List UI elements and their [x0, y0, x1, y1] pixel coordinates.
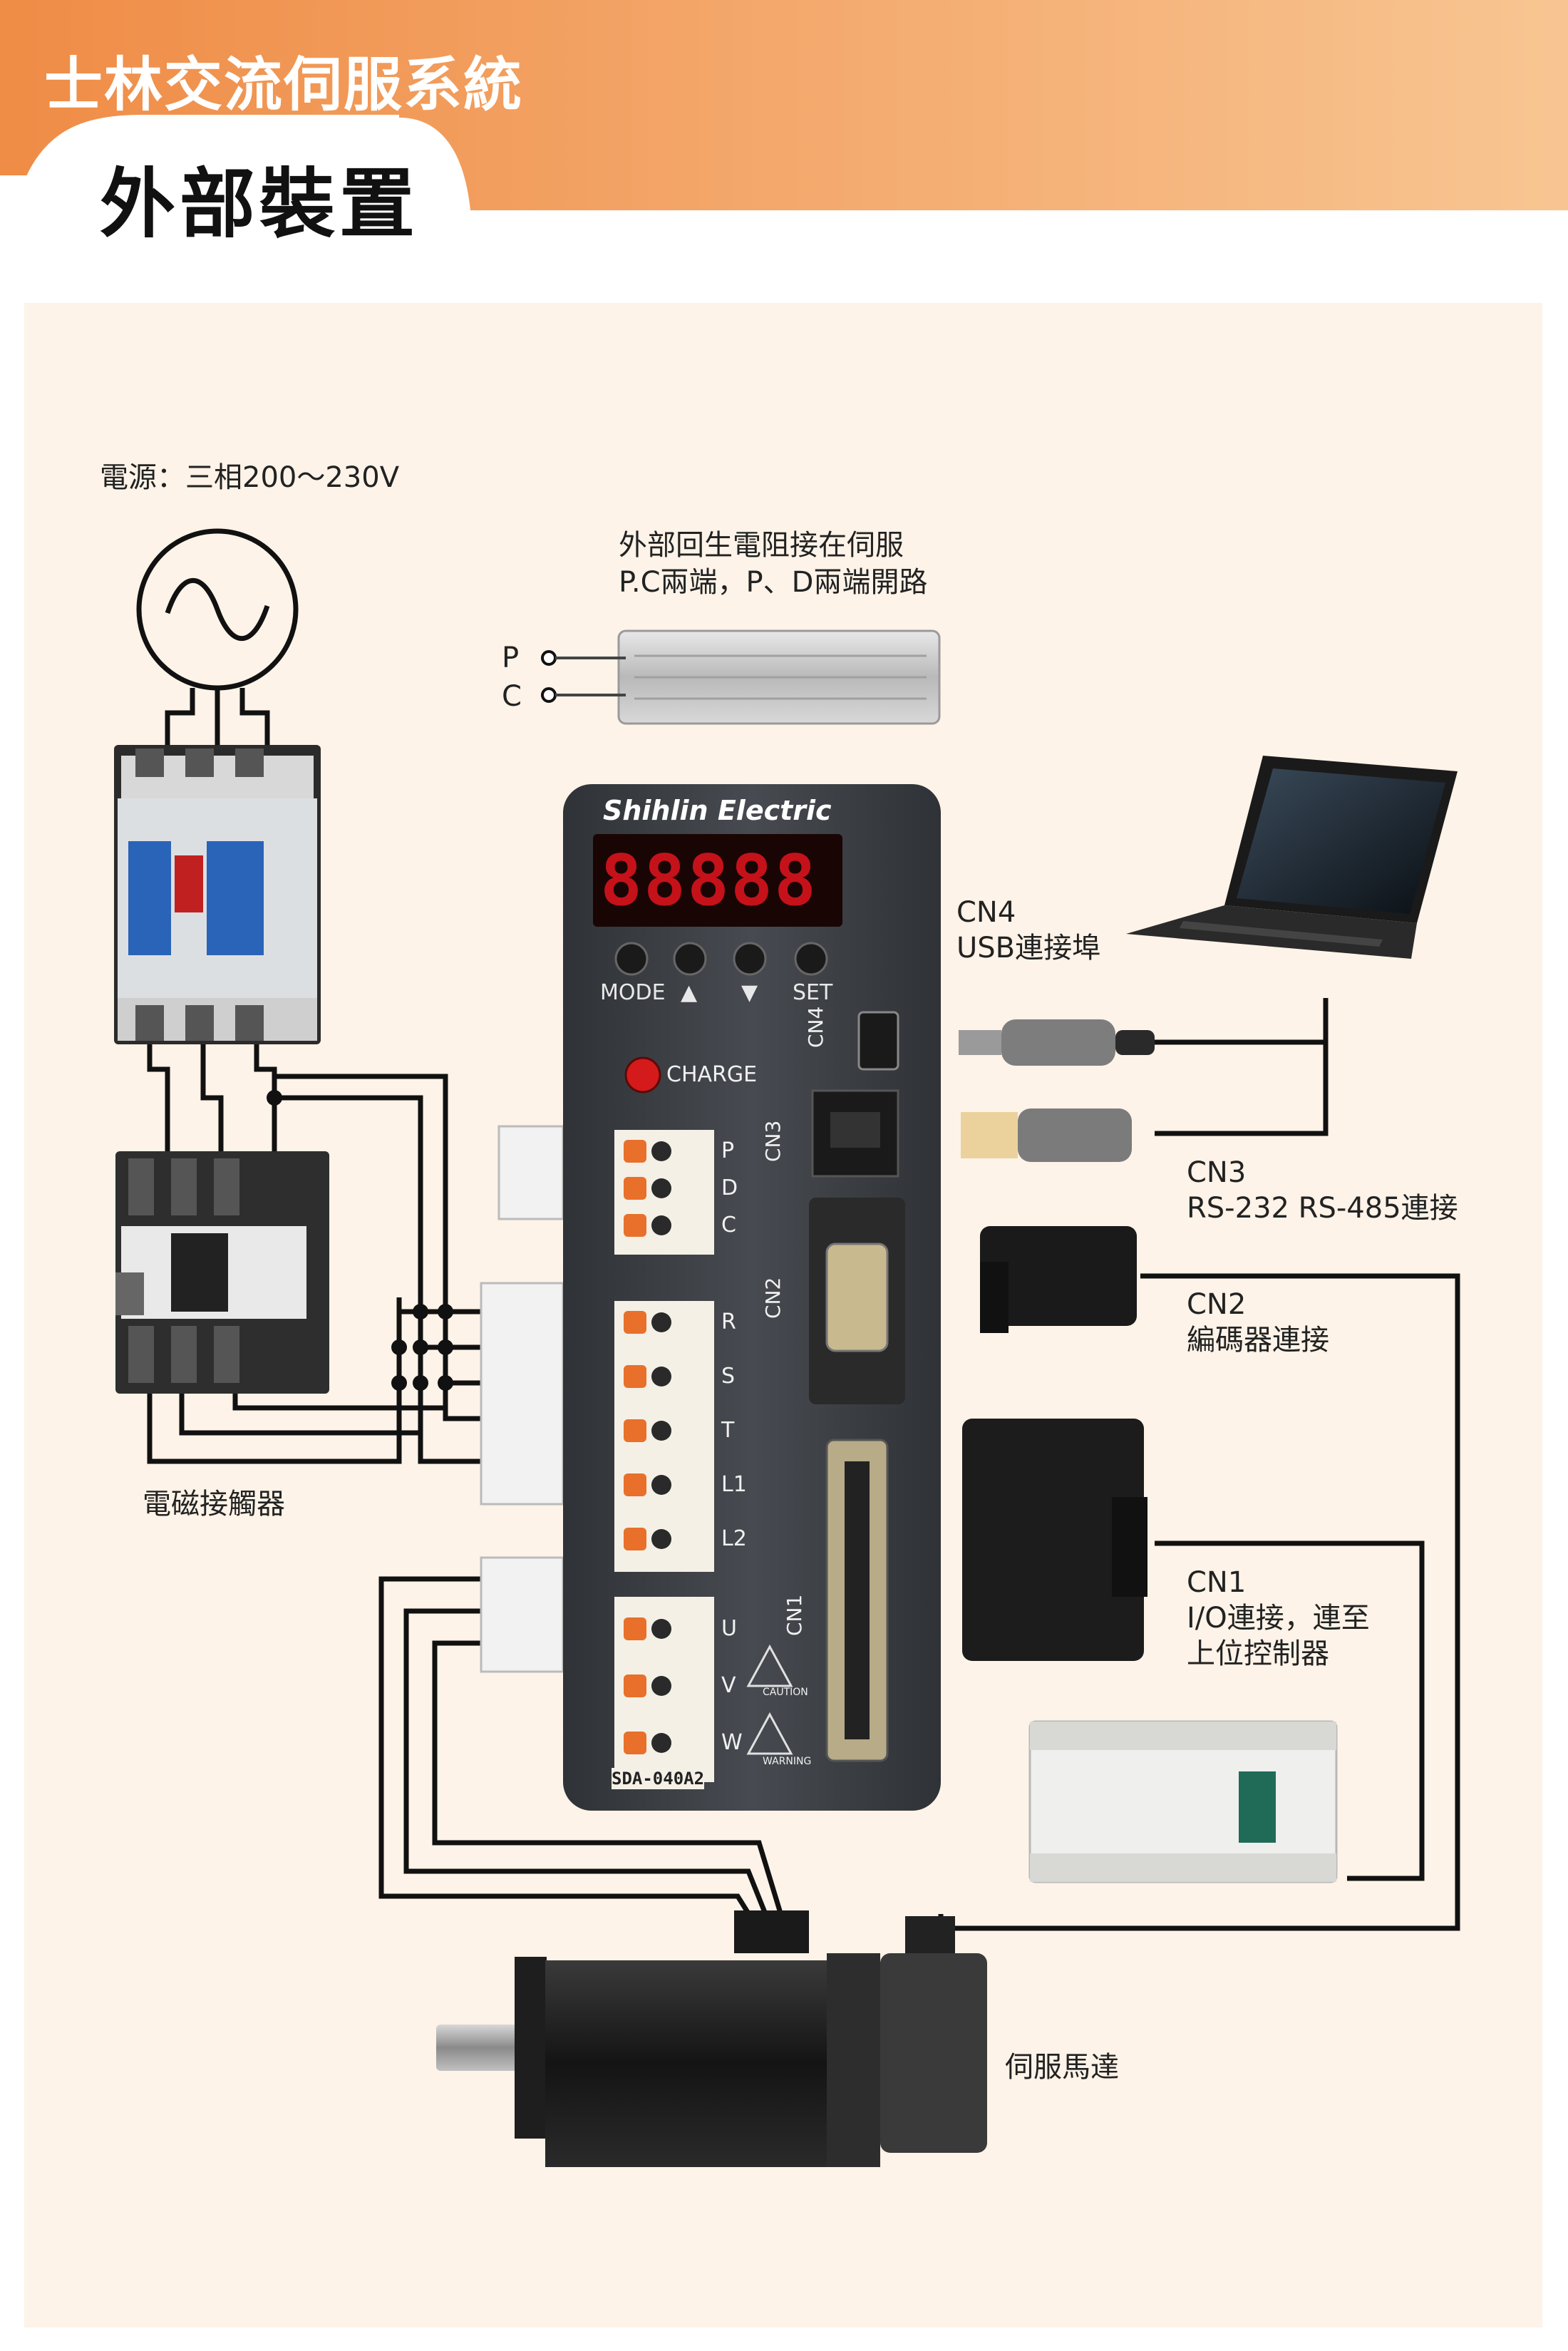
- drive-cn2-label: CN2: [761, 1277, 785, 1319]
- laptop-icon: [1126, 756, 1458, 959]
- drive-display: 88888: [600, 840, 818, 922]
- terminal-release-d: [624, 1177, 646, 1200]
- drive-cn4-label: CN4: [804, 1006, 827, 1048]
- terminal-label-l2: L2: [721, 1526, 747, 1551]
- terminal-release-t: [624, 1419, 646, 1442]
- terminal-hole-t: [651, 1421, 671, 1441]
- servo-motor: [436, 1910, 987, 2167]
- terminal-label-u: U: [721, 1616, 737, 1641]
- terminal-release-v: [624, 1674, 646, 1697]
- rj45-cable: [961, 1108, 1132, 1162]
- terminal-plugs: [480, 1125, 564, 1673]
- terminal-screws: [624, 1140, 671, 1754]
- caution-label: CAUTION: [763, 1687, 808, 1698]
- down-button-label: ▼: [741, 980, 758, 1005]
- header-banner: [0, 0, 1568, 210]
- terminal-hole-s: [651, 1367, 671, 1387]
- cn1-plug: [962, 1419, 1147, 1661]
- set-button-label: SET: [793, 980, 833, 1005]
- cn4-description: USB連接埠: [956, 932, 1101, 964]
- plc-controller: [1028, 1720, 1338, 1883]
- ac-source-icon: [136, 528, 299, 756]
- wire-junctions: [267, 1090, 453, 1391]
- cn3-description: RS-232 RS-485連接: [1187, 1192, 1458, 1225]
- terminal-label-l1: L1: [721, 1472, 747, 1497]
- terminal-label-d: D: [721, 1176, 738, 1200]
- terminal-hole-c: [651, 1215, 671, 1235]
- warning-label: WARNING: [763, 1756, 812, 1767]
- db9-plug: [980, 1226, 1137, 1333]
- up-button-label: ▲: [681, 980, 698, 1005]
- drive-brand: Shihlin Electric: [603, 795, 832, 826]
- cn3-label: CN3: [1187, 1156, 1247, 1189]
- terminal-release-u: [624, 1617, 646, 1640]
- terminal-release-c: [624, 1214, 646, 1237]
- cn2-description: 編碼器連接: [1187, 1324, 1329, 1357]
- terminal-hole-l1: [651, 1475, 671, 1495]
- charge-indicator-label: CHARGE: [666, 1062, 758, 1087]
- contactor-label: 電磁接觸器: [143, 1488, 285, 1521]
- drive-cn3-label: CN3: [761, 1120, 785, 1162]
- cn1-description-line2: 上位控制器: [1187, 1637, 1329, 1670]
- terminal-release-l2: [624, 1528, 646, 1550]
- terminal-hole-v: [651, 1676, 671, 1696]
- terminal-hole-d: [651, 1178, 671, 1198]
- terminal-label-w: W: [721, 1730, 743, 1755]
- terminal-label-c: C: [721, 1213, 736, 1238]
- drive-cn1-label: CN1: [783, 1594, 806, 1636]
- terminal-hole-p: [651, 1141, 671, 1161]
- terminal-release-r: [624, 1311, 646, 1334]
- section-title: 外部裝置: [100, 160, 419, 248]
- mode-button-label: MODE: [600, 980, 666, 1005]
- terminal-c-label: C: [502, 680, 522, 713]
- drive-model: SDA-040A2: [612, 1768, 705, 1789]
- terminal-release-p: [624, 1140, 646, 1163]
- terminal-release-s: [624, 1365, 646, 1388]
- terminal-label-p: P: [721, 1138, 735, 1163]
- terminal-p-label: P: [502, 642, 520, 674]
- terminal-label-t: T: [721, 1418, 735, 1443]
- terminal-release-l1: [624, 1473, 646, 1496]
- terminal-hole-r: [651, 1312, 671, 1332]
- regen-note-line1: 外部回生電阻接在伺服: [619, 529, 904, 562]
- circuit-breaker: [114, 745, 321, 1044]
- terminal-label-s: S: [721, 1364, 736, 1389]
- cn1-label: CN1: [1187, 1566, 1247, 1599]
- terminal-label-v: V: [721, 1673, 736, 1698]
- power-supply-label: 電源：三相200～230V: [100, 461, 400, 494]
- servo-motor-label: 伺服馬達: [1005, 2051, 1119, 2084]
- series-title: 士林交流伺服系統: [44, 51, 524, 119]
- terminal-label-r: R: [721, 1310, 736, 1334]
- terminal-hole-u: [651, 1619, 671, 1639]
- terminal-hole-w: [651, 1733, 671, 1753]
- terminal-hole-l2: [651, 1529, 671, 1549]
- usb-cable: [959, 1019, 1155, 1066]
- regen-resistor: [541, 629, 941, 725]
- cn1-description-line1: I/O連接，連至: [1187, 1602, 1370, 1635]
- magnetic-contactor: [115, 1151, 329, 1394]
- terminal-release-w: [624, 1732, 646, 1754]
- servo-drive: [563, 784, 941, 1811]
- cn4-label: CN4: [956, 896, 1016, 929]
- regen-note-line2: P.C兩端，P、D兩端開路: [619, 566, 928, 599]
- cn2-label: CN2: [1187, 1288, 1247, 1321]
